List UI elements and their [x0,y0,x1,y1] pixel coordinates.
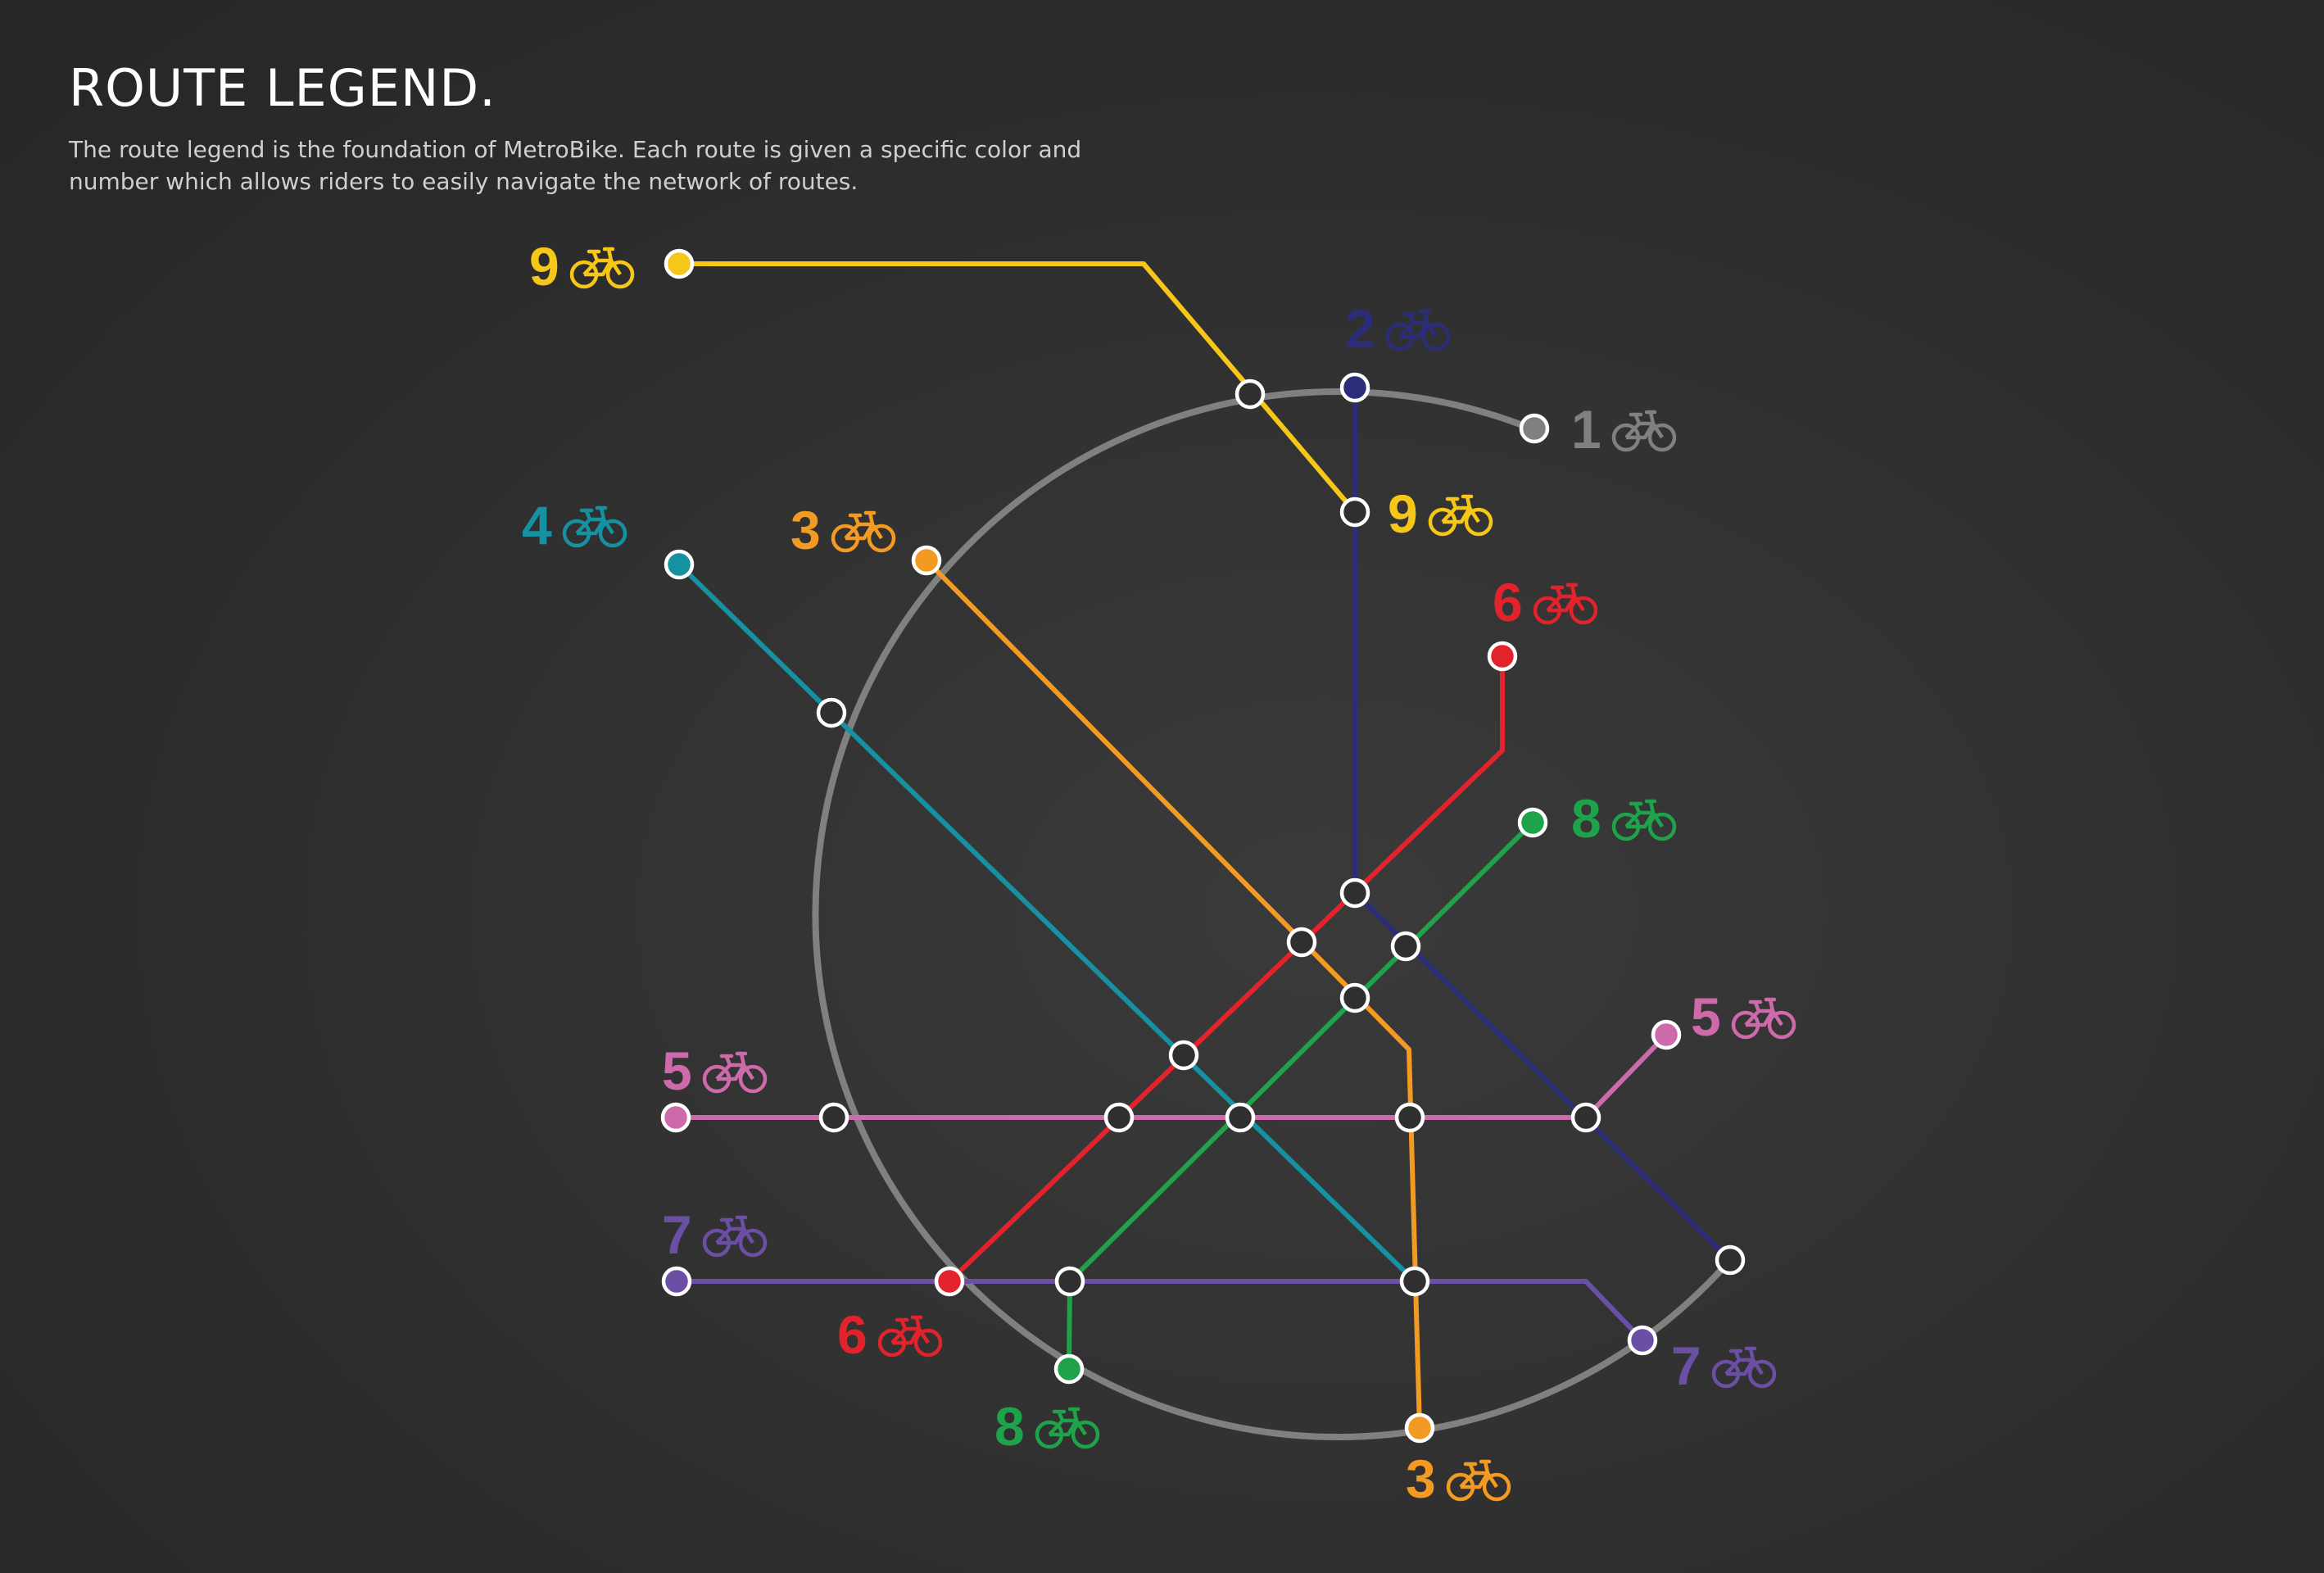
route-8-line [1067,820,1535,1370]
route-9-label: 9 [529,236,632,297]
route-3-terminal-stop [1404,1412,1435,1444]
route-4-terminal-stop [664,549,695,580]
route-7-label: 7 [662,1204,765,1265]
route-6-terminal-stop [934,1266,965,1297]
route-number: 9 [529,236,559,297]
bike-icon [572,249,632,287]
bike-icon [564,508,625,546]
bike-icon [1714,1349,1774,1386]
bike-icon [704,1054,765,1091]
route-9-line [679,261,1357,514]
bike-icon [1430,496,1491,534]
route-8-label: 8 [1571,788,1674,849]
interchange-stop [818,1102,849,1133]
bike-icon [1388,311,1448,349]
route-7-terminal-stop [661,1266,692,1297]
route-number: 4 [522,495,552,555]
route-6-line [947,656,1505,1284]
stations [660,248,1746,1444]
route-5-label: 5 [1691,986,1794,1047]
route-5-label: 5 [662,1040,765,1101]
interchange-stop [1286,927,1317,958]
bike-icon [1614,801,1674,839]
interchange-stop [1054,1266,1085,1297]
route-3-label: 3 [1406,1448,1509,1509]
route-number: 6 [1493,572,1523,632]
interchange-stop [1339,982,1370,1013]
route-6-label: 6 [837,1304,940,1365]
route-5-terminal-stop [1651,1019,1682,1050]
interchange-stop [816,697,847,728]
route-5-terminal-stop [660,1102,691,1133]
route-number: 3 [791,500,821,560]
route-number: 8 [994,1396,1025,1457]
route-6-terminal-stop [1487,641,1518,672]
route-8-terminal-stop [1517,807,1548,838]
interchange-stop [1399,1266,1430,1297]
route-8-terminal-stop [1053,1353,1085,1385]
bike-icon [833,513,894,551]
page-description: The route legend is the foundation of Me… [69,136,1082,196]
route-2-terminal-stop [1339,372,1370,403]
interchange-stop [1570,1102,1601,1133]
bike-icon [1535,585,1596,623]
route-number: 7 [1671,1335,1701,1396]
interchange-stop [1339,877,1370,909]
page-title: ROUTE LEGEND. [69,58,496,118]
route-number: 5 [662,1040,692,1101]
route-number: 1 [1571,399,1601,460]
route-labels: 9 2 1 9 4 3 6 8 5 5 7 6 7 8 3 [522,236,1794,1509]
route-3-terminal-stop [911,545,942,576]
route-4-label: 4 [522,495,625,555]
route-number: 7 [662,1204,692,1265]
bike-icon [1614,412,1674,450]
route-1-terminal-stop [1519,413,1550,444]
route-9-terminal-stop [664,248,695,279]
interchange-stop [1225,1102,1256,1133]
interchange-stop [1390,931,1421,962]
interchange-stop [1103,1102,1135,1133]
bike-icon [704,1217,765,1255]
route-6-label: 6 [1493,572,1596,632]
route-2-label: 2 [1345,298,1448,359]
interchange-stop [1715,1244,1746,1276]
route-8-label: 8 [994,1396,1098,1457]
interchange-stop [1168,1040,1199,1071]
route-number: 8 [1571,788,1601,849]
interchange-stop [1339,496,1370,528]
route-3-line [924,558,1422,1429]
bike-icon [1733,1000,1794,1037]
bike-icon [1037,1409,1098,1447]
route-number: 5 [1691,986,1721,1047]
route-number: 9 [1388,483,1418,544]
route-number: 2 [1345,298,1375,359]
route-3-label: 3 [791,500,894,560]
route-1-label: 1 [1571,399,1674,460]
interchange-stop [1394,1102,1425,1133]
bike-icon [880,1317,940,1355]
interchange-stop [1234,379,1266,410]
route-4-line [677,562,1417,1284]
bike-icon [1448,1462,1509,1499]
route-7-line [677,1279,1645,1343]
route-number: 6 [837,1304,868,1365]
route-7-terminal-stop [1627,1325,1658,1356]
route-number: 3 [1406,1448,1436,1509]
route-7-label: 7 [1671,1335,1774,1396]
route-9-label: 9 [1388,483,1491,544]
